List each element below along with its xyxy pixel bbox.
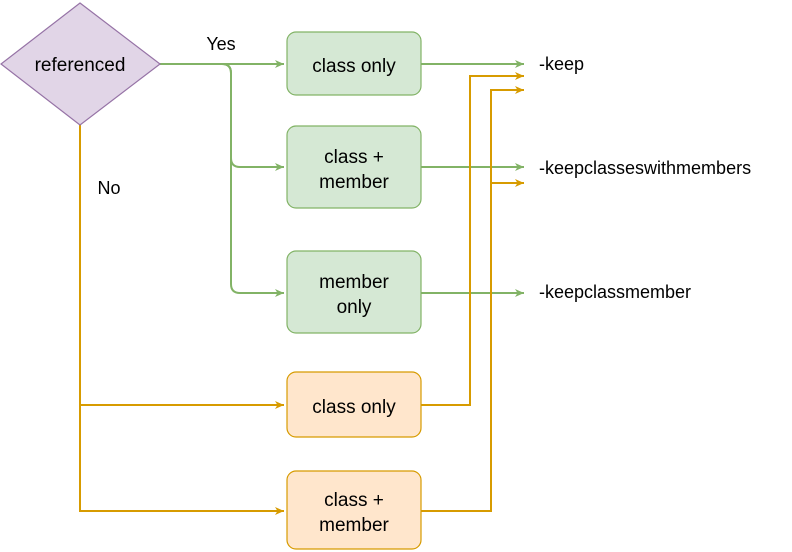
box-label: class only bbox=[312, 56, 396, 77]
box-label-line-2: only bbox=[337, 297, 372, 318]
box-label-line-1: class + bbox=[324, 147, 384, 168]
output-keep: -keep bbox=[539, 54, 584, 74]
box-label-line-2: member bbox=[319, 172, 389, 193]
box-shape bbox=[286, 470, 422, 550]
decision-diamond bbox=[0, 2, 161, 126]
edge-yes-to-member-only bbox=[221, 63, 284, 297]
orange-box-class-only: class only bbox=[286, 371, 422, 438]
box-label-line-1: member bbox=[319, 272, 389, 293]
edge-orange-class-member-to-outputs bbox=[421, 86, 524, 512]
edge-yes-to-class-member bbox=[160, 63, 284, 171]
no-label: No bbox=[97, 178, 120, 198]
box-label-line-2: member bbox=[319, 515, 389, 536]
edge-no-to-class-member bbox=[79, 405, 284, 515]
output-keepclasseswithmembers: -keepclasseswithmembers bbox=[539, 158, 751, 178]
box-shape bbox=[286, 31, 422, 96]
green-box-class-only: class only bbox=[286, 31, 422, 96]
edge-orange-class-only-to-keep bbox=[421, 72, 524, 406]
box-shape bbox=[286, 125, 422, 209]
decision-referenced: referenced bbox=[0, 2, 161, 126]
orange-box-class-member: class + member bbox=[286, 470, 422, 550]
decision-label: referenced bbox=[35, 55, 126, 76]
box-shape bbox=[286, 371, 422, 438]
box-label-line-1: class + bbox=[324, 490, 384, 511]
green-box-class-member: class + member bbox=[286, 125, 422, 209]
box-shape bbox=[286, 250, 422, 334]
output-keepclassmember: -keepclassmember bbox=[539, 282, 691, 302]
box-label: class only bbox=[312, 397, 396, 418]
yes-label: Yes bbox=[206, 34, 235, 54]
green-box-member-only: member only bbox=[286, 250, 422, 334]
